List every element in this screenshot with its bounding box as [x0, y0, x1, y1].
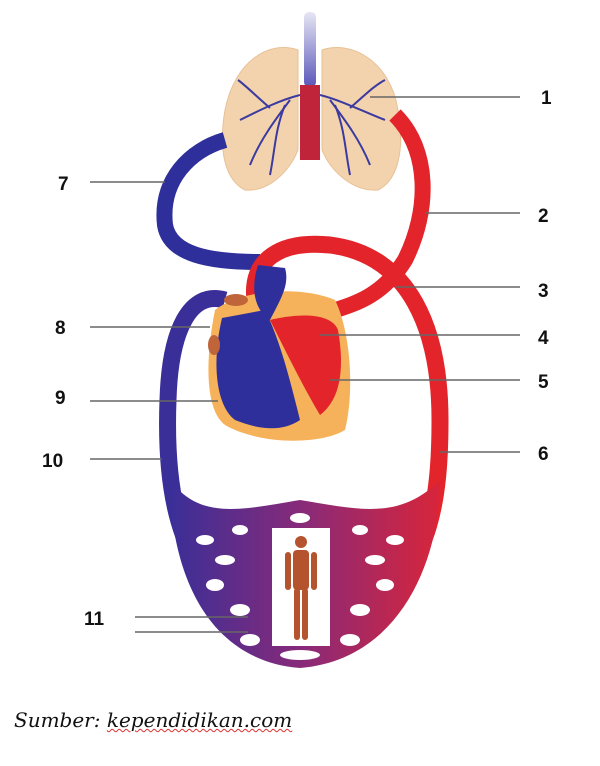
human-body-icon [285, 536, 317, 640]
source-site: kependidikan.com [106, 708, 293, 732]
label-4: 4 [538, 328, 549, 349]
heart [208, 265, 351, 441]
label-8: 8 [55, 318, 66, 339]
label-1: 1 [541, 88, 552, 109]
pulmonary-artery [317, 109, 431, 323]
pulmonary-vein [156, 132, 261, 270]
label-5: 5 [538, 372, 549, 393]
label-7: 7 [58, 174, 69, 195]
label-6: 6 [538, 444, 549, 465]
lungs [221, 12, 402, 191]
label-9: 9 [55, 388, 66, 409]
label-11: 11 [84, 609, 105, 630]
source-caption: Sumber: kependidikan.com [14, 708, 292, 732]
leader-lines [90, 96, 520, 633]
label-10: 10 [42, 451, 63, 472]
label-2: 2 [538, 206, 549, 227]
label-3: 3 [538, 281, 549, 302]
capillary-bed [170, 480, 440, 668]
source-prefix: Sumber: [14, 708, 101, 732]
